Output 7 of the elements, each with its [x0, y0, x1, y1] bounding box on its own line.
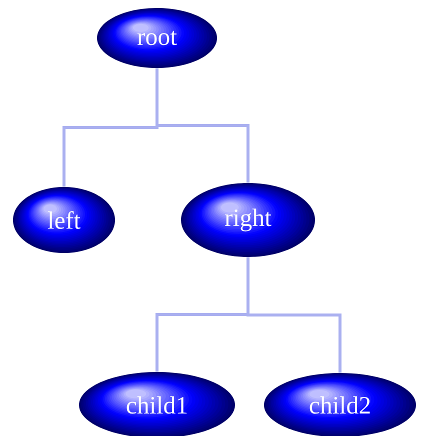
ellipse-node: right: [181, 183, 315, 257]
connector: [156, 68, 250, 183]
ellipse-node: child1: [79, 372, 235, 436]
ellipse-node: child2: [264, 373, 416, 436]
ellipse-node: left: [13, 187, 115, 253]
connector: [246, 257, 342, 373]
ellipse-node: root: [97, 8, 217, 68]
